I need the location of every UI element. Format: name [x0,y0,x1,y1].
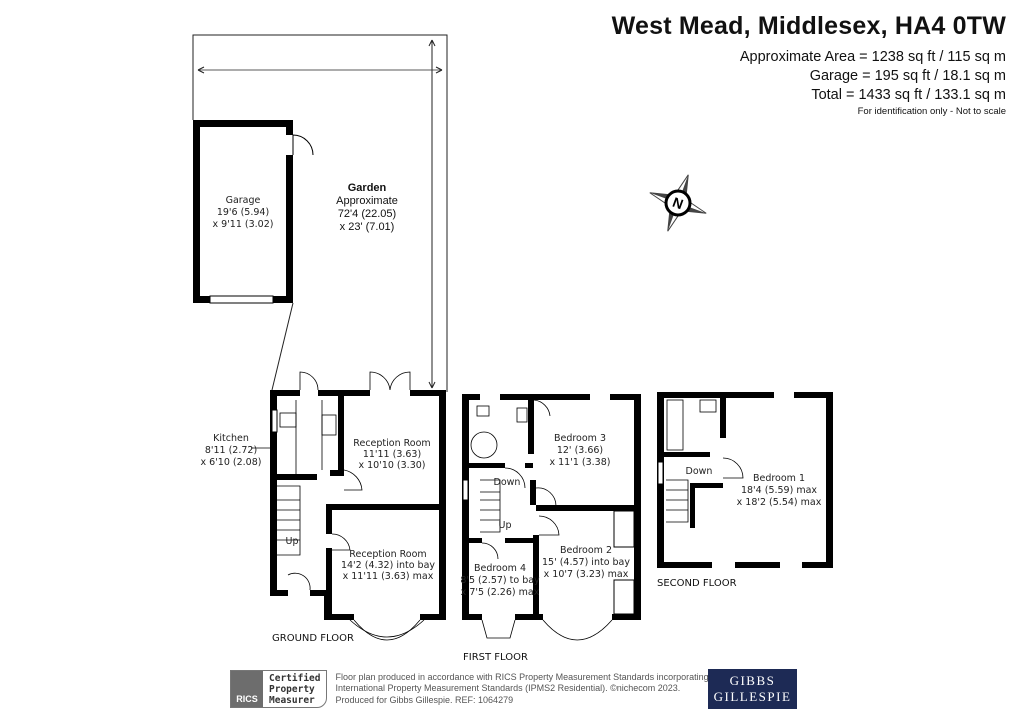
garden-dim2: x 23' (7.01) [340,221,395,233]
kitchen-dim2: x 6'10 (2.08) [201,457,262,468]
reception2-dim2: x 11'11 (3.63) max [343,571,434,582]
ground-floor-fixtures [277,371,425,641]
reception1-dim1: 11'11 (3.63) [363,449,421,460]
brand-line2: GILLESPIE [713,689,792,704]
first-floor-fixtures [470,399,613,641]
footer-line2: International Property Measurement Stand… [335,683,681,694]
garage-area: Garage = 195 sq ft / 18.1 sq m [809,68,1006,84]
rics-logo: RICS [231,671,263,707]
first-floor-label: FIRST FLOOR [463,652,528,663]
first-stairs-down: Down [494,477,521,488]
footer: RICS Certified Property Measurer Floor p… [230,670,715,708]
garage-name: Garage [226,195,261,206]
second-stairs-down: Down [686,466,713,477]
bedroom1-dim2: x 18'2 (5.54) max [737,497,822,508]
total-area: Total = 1433 sq ft / 133.1 sq m [811,87,1006,103]
garden-dim0: Approximate [336,195,398,207]
garage-dim1: 19'6 (5.94) [217,207,269,218]
garage [193,120,314,304]
reception1-dim2: x 10'10 (3.30) [358,460,425,471]
bedroom4-name: Bedroom 4 [474,563,526,574]
bedroom4-dim1: 8'5 (2.57) to bay [460,575,540,586]
bedroom1-name: Bedroom 1 [753,473,805,484]
reception2-dim1: 14'2 (4.32) into bay [341,560,435,571]
garden-outline [192,34,448,392]
garden-name: Garden [348,182,387,194]
rics-line3: Measurer [269,695,315,706]
ground-floor-walls [270,390,446,620]
first-floor-walls [462,394,641,620]
disclaimer: For identification only - Not to scale [857,106,1006,117]
ground-stairs-up: Up [286,536,299,547]
reception1-name: Reception Room [353,438,430,449]
footer-line1: Floor plan produced in accordance with R… [335,671,709,682]
ground-floor-label: GROUND FLOOR [272,633,354,644]
kitchen-dim1: 8'11 (2.72) [205,445,257,456]
bedroom2-name: Bedroom 2 [560,545,612,556]
approx-area: Approximate Area = 1238 sq ft / 115 sq m [739,49,1006,65]
bedroom3-dim1: 12' (3.66) [557,445,603,456]
gibbs-gillespie-logo: GIBBS GILLESPIE [708,669,797,709]
footer-line3: Produced for Gibbs Gillespie. REF: 10642… [335,694,514,705]
property-title: West Mead, Middlesex, HA4 0TW [611,12,1006,40]
bedroom4-dim2: x 7'5 (2.26) max [461,587,540,598]
second-floor-walls [657,392,833,568]
bedroom2-dim2: x 10'7 (3.23) max [544,569,629,580]
reception2-name: Reception Room [349,549,426,560]
bedroom1-dim1: 18'4 (5.59) max [741,485,817,496]
compass-icon: N [649,174,707,232]
garden-dim1: 72'4 (22.05) [338,208,396,220]
second-floor-fixtures [666,399,744,523]
bedroom2-dim1: 15' (4.57) into bay [542,557,630,568]
rics-line1: Certified [269,673,321,684]
rics-badge: RICS Certified Property Measurer [230,670,328,708]
garage-dim2: x 9'11 (3.02) [213,219,274,230]
second-floor-label: SECOND FLOOR [657,578,737,589]
first-stairs-up: Up [499,520,512,531]
brand-line1: GIBBS [729,673,776,688]
bedroom3-name: Bedroom 3 [554,433,606,444]
rics-line2: Property [269,684,315,695]
bedroom3-dim2: x 11'1 (3.38) [550,457,611,468]
kitchen-name: Kitchen [213,433,249,444]
